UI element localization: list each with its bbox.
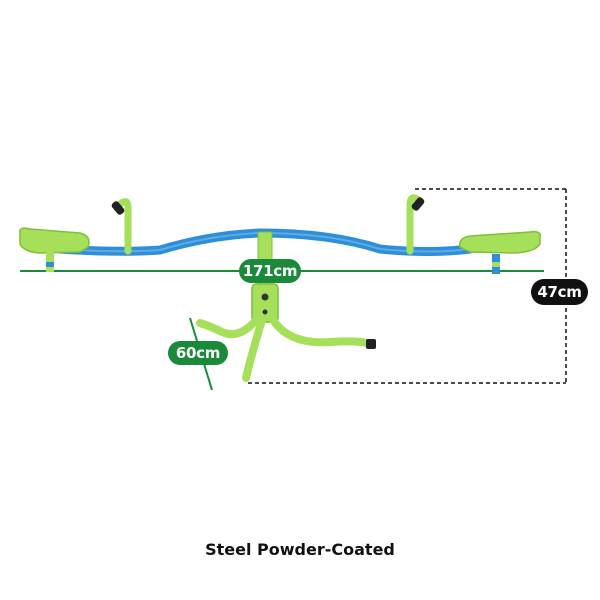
left-seat <box>18 227 90 272</box>
right-seat <box>458 230 542 274</box>
height-dimension-badge: 47cm <box>531 279 588 305</box>
leg-end-cap <box>366 339 376 349</box>
left-handle <box>111 198 132 255</box>
leg-dimension-badge: 60cm <box>168 341 228 365</box>
product-caption: Steel Powder-Coated <box>205 540 395 559</box>
base-legs <box>196 314 374 382</box>
right-handle <box>406 194 425 255</box>
height-dimension-lines <box>248 188 567 384</box>
width-dimension-badge: 171cm <box>239 259 301 283</box>
